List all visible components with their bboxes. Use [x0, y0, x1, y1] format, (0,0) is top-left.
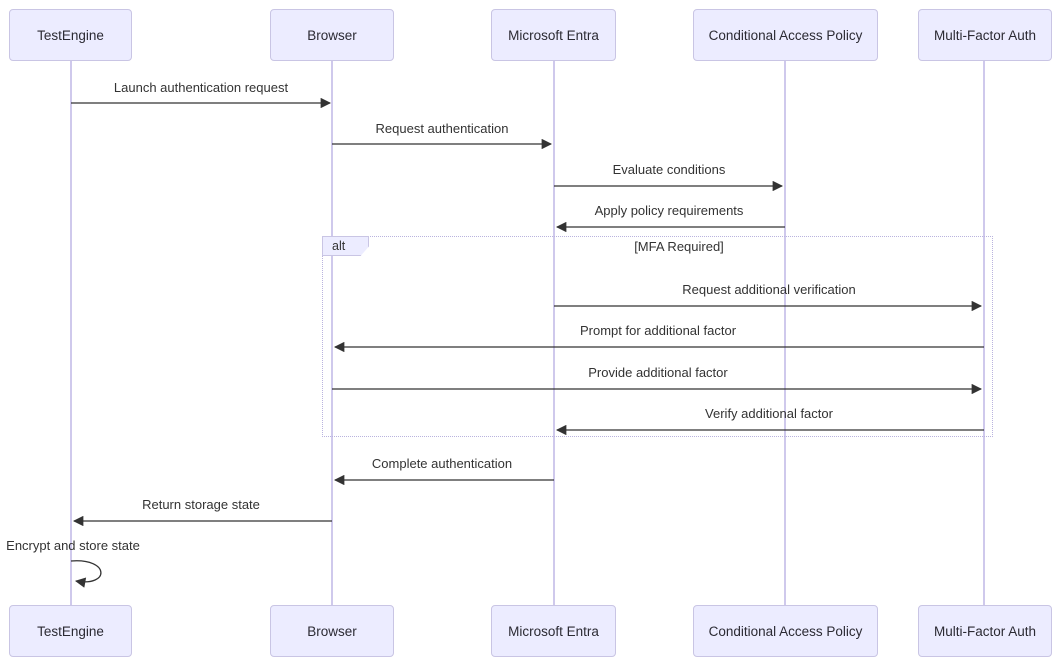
message-label-complete-authentication: Complete authentication: [371, 456, 513, 471]
message-label-request-additional-verification: Request additional verification: [682, 282, 856, 297]
message-label-request-authentication: Request authentication: [375, 121, 509, 136]
participant-top-multi-factor-auth: Multi-Factor Auth: [918, 9, 1052, 61]
participant-top-conditional-access-policy: Conditional Access Policy: [693, 9, 878, 61]
participant-bottom-testengine: TestEngine: [9, 605, 132, 657]
participant-label: Conditional Access Policy: [708, 27, 863, 43]
message-label-encrypt-and-store-state: Encrypt and store state: [6, 538, 140, 553]
alt-fragment-guard: [MFA Required]: [634, 239, 724, 254]
participant-label: Browser: [307, 27, 357, 43]
participant-top-microsoft-entra: Microsoft Entra: [491, 9, 616, 61]
message-label-verify-additional-factor: Verify additional factor: [705, 406, 833, 421]
message-label-return-storage-state: Return storage state: [142, 497, 260, 512]
message-label-launch-authentication-request: Launch authentication request: [113, 80, 289, 95]
message-label-prompt-for-additional-factor: Prompt for additional factor: [579, 323, 737, 338]
message-label-apply-policy-requirements: Apply policy requirements: [594, 203, 744, 218]
alt-fragment-operator: alt: [322, 236, 369, 256]
alt-operator-label: alt: [332, 239, 346, 253]
participant-label: TestEngine: [37, 27, 104, 43]
participant-top-browser: Browser: [270, 9, 394, 61]
participant-label: Microsoft Entra: [508, 623, 599, 639]
participant-label: Browser: [307, 623, 357, 639]
message-label-provide-additional-factor: Provide additional factor: [588, 365, 728, 380]
participant-bottom-conditional-access-policy: Conditional Access Policy: [693, 605, 878, 657]
participant-bottom-multi-factor-auth: Multi-Factor Auth: [918, 605, 1052, 657]
participant-label: Multi-Factor Auth: [933, 27, 1037, 43]
participant-label: Multi-Factor Auth: [933, 623, 1037, 639]
participant-bottom-microsoft-entra: Microsoft Entra: [491, 605, 616, 657]
participant-bottom-browser: Browser: [270, 605, 394, 657]
participant-top-testengine: TestEngine: [9, 9, 132, 61]
participant-label: TestEngine: [37, 623, 104, 639]
participant-label: Microsoft Entra: [508, 27, 599, 43]
message-label-evaluate-conditions: Evaluate conditions: [612, 162, 726, 177]
alt-fragment-frame: [322, 236, 993, 437]
participant-label: Conditional Access Policy: [708, 623, 863, 639]
self-loop-encrypt-and-store-state: [70, 560, 102, 588]
